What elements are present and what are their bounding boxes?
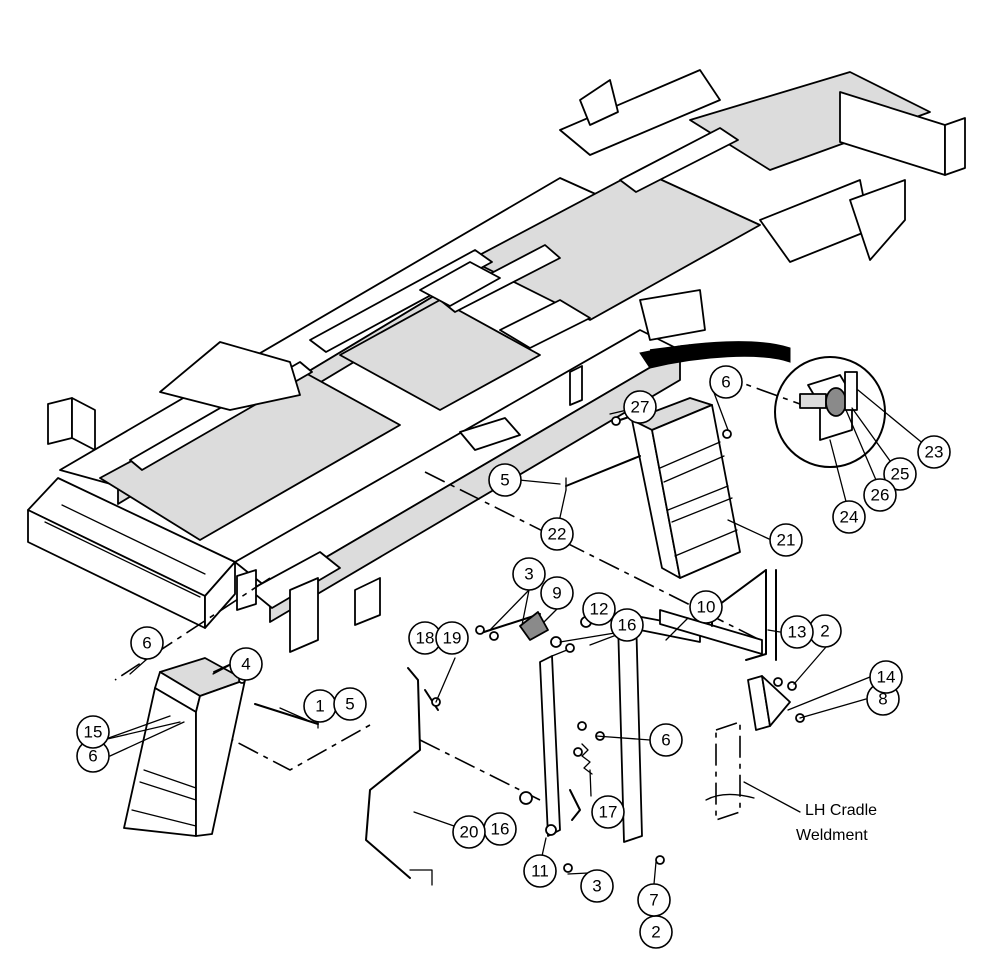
callout-23: 23 [917,435,951,469]
rod-1 [254,703,319,725]
callout-16: 16 [483,812,517,846]
svg-text:2: 2 [651,923,660,942]
lever-10 [617,609,763,865]
svg-text:6: 6 [142,634,151,653]
svg-text:16: 16 [618,616,637,635]
svg-text:27: 27 [631,398,650,417]
svg-text:20: 20 [460,823,479,842]
callout-10: 10 [689,590,723,624]
main-frame [27,69,966,653]
link-bar-11 [539,647,581,837]
callout-15: 15 [76,715,110,749]
linkage-20 [365,667,433,886]
svg-text:14: 14 [877,668,896,687]
callout-4: 4 [229,647,263,681]
svg-text:9: 9 [552,584,561,603]
callout-2: 2 [639,915,673,949]
svg-text:19: 19 [443,629,462,648]
rh-step-ladder [631,397,741,579]
callout-3: 3 [580,869,614,903]
callout-26: 26 [863,478,897,512]
svg-text:12: 12 [590,600,609,619]
callout-5: 5 [488,463,522,497]
svg-text:13: 13 [788,623,807,642]
svg-text:17: 17 [599,803,618,822]
svg-text:25: 25 [891,465,910,484]
svg-text:1: 1 [315,697,324,716]
lh-step-ladder [123,657,246,837]
svg-text:10: 10 [697,598,716,617]
svg-text:4: 4 [241,655,250,674]
svg-text:18: 18 [416,629,435,648]
callout-14: 14 [869,660,903,694]
svg-text:6: 6 [661,731,670,750]
bolt-18-19 [424,689,441,711]
svg-text:11: 11 [531,862,549,881]
callout-25: 25 [883,457,917,491]
callout-6: 6 [130,626,164,660]
callout-20: 20 [452,815,486,849]
svg-text:26: 26 [871,486,890,505]
callout-21: 21 [769,523,803,557]
callout-13: 13 [780,615,814,649]
callout-19: 19 [435,621,469,655]
rod-22 [565,455,641,491]
svg-text:3: 3 [592,877,601,896]
callout-17: 17 [591,795,625,829]
svg-text:24: 24 [840,508,859,527]
spring-17 [581,743,593,775]
callout-6: 6 [709,365,743,399]
hardware-row [475,611,605,873]
svg-text:21: 21 [777,531,796,550]
callout-9: 9 [540,576,574,610]
callout-2: 2 [808,614,842,648]
callout-5: 5 [333,687,367,721]
pivot-detail [639,341,886,468]
svg-text:6: 6 [88,747,97,766]
callout-6: 6 [649,723,683,757]
svg-text:3: 3 [524,565,533,584]
cradle-label-line2: Weldment [796,827,868,844]
callout-bubbles: 1 2 2 3 3 4 5 5 6 6 6 6 6 7 8 9 10 11 12… [76,365,951,949]
callout-22: 22 [540,517,574,551]
callout-1: 1 [303,689,337,723]
callout-27: 27 [623,390,657,424]
callout-6: 6 [76,739,110,773]
callout-7: 7 [637,883,671,917]
svg-text:23: 23 [925,443,944,462]
svg-text:5: 5 [345,695,354,714]
callout-11: 11 [523,854,557,888]
plate-14 [747,675,805,731]
callout-16: 16 [610,608,644,642]
svg-text:16: 16 [491,820,510,839]
svg-text:5: 5 [500,471,509,490]
callout-3: 3 [512,557,546,591]
svg-text:7: 7 [649,891,658,910]
svg-text:22: 22 [548,525,567,544]
cradle-label-line1: LH Cradle [805,802,877,819]
svg-text:2: 2 [820,622,829,641]
callout-24: 24 [832,500,866,534]
cradle-label: LH Cradle Weldment [796,802,877,844]
lh-cradle-weldment [705,720,801,822]
svg-text:6: 6 [721,373,730,392]
svg-text:8: 8 [878,690,887,709]
svg-text:15: 15 [84,723,103,742]
callout-12: 12 [582,592,616,626]
